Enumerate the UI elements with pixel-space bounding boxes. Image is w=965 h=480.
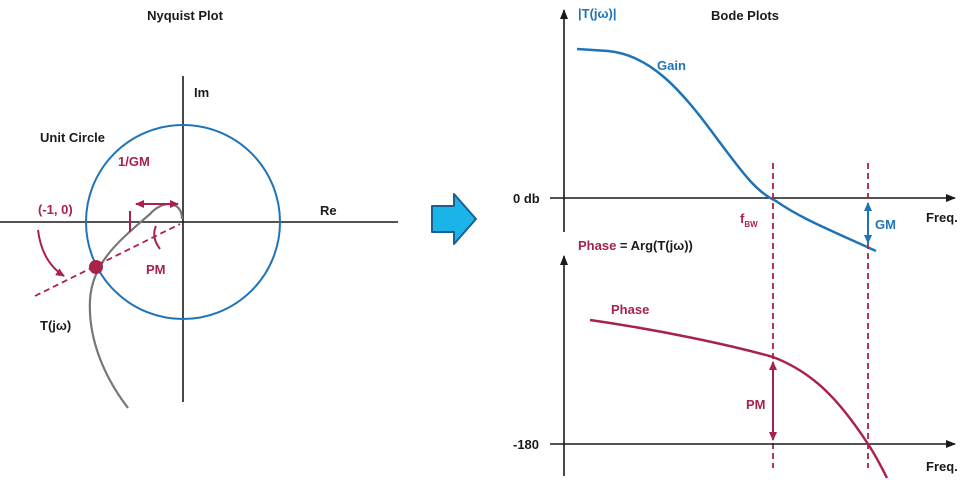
freq-label-bottom: Freq. [926, 459, 958, 474]
nyquist-title: Nyquist Plot [147, 8, 224, 23]
gain-curve [576, 47, 877, 253]
unit-circle [85, 124, 281, 320]
phase-margin-line [34, 223, 181, 297]
nyquist-re-label: Re [320, 203, 337, 218]
zero-db-label: 0 db [513, 191, 540, 206]
magnitude-axis-label: |T(jω)| [578, 6, 616, 21]
phase-axis-label-prefix: Phase [578, 238, 616, 253]
nyquist-curve-label: T(jω) [40, 318, 71, 333]
phase-margin-arc [153, 225, 161, 250]
gain-label: Gain [657, 58, 686, 73]
phase-axis-label: Phase = Arg(T(jω)) [578, 238, 693, 253]
minus180-label: -180 [513, 437, 539, 452]
nyquist-im-label: Im [194, 85, 209, 100]
bode-pm-label: PM [746, 397, 766, 412]
inv-gm-label: 1/GM [118, 154, 150, 169]
bode-plots: Bode Plots |T(jω)| 0 db Freq. Gain fBW G… [513, 6, 958, 479]
phase-curve [589, 318, 889, 479]
bode-title: Bode Plots [711, 8, 779, 23]
nyquist-plot: Nyquist Plot Im Re Unit Circle T(jω) 1/G… [0, 8, 398, 409]
fbw-label-main: f [740, 211, 745, 226]
phase-curve-label: Phase [611, 302, 649, 317]
nyquist-pm-label: PM [146, 262, 166, 277]
unit-circle-label: Unit Circle [40, 130, 105, 145]
fbw-label: fBW [740, 211, 758, 229]
transition-arrow-icon [431, 193, 477, 245]
critical-point-label: (-1, 0) [38, 202, 73, 217]
unit-circle-crossing-point [89, 260, 103, 274]
fbw-label-subscript: BW [744, 220, 758, 229]
gm-label: GM [875, 217, 896, 232]
critical-point-arrow [37, 229, 65, 277]
freq-label-top: Freq. [926, 210, 958, 225]
phase-axis-label-suffix: = Arg(T(jω)) [616, 238, 693, 253]
